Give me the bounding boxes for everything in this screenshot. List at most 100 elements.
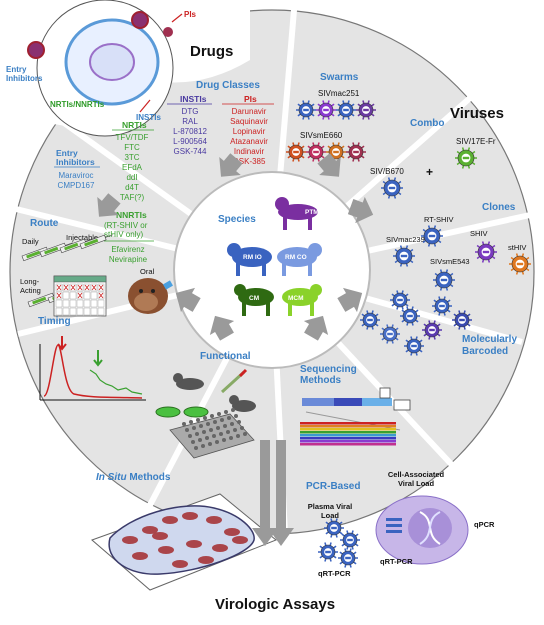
- virus-genome: [397, 298, 403, 302]
- virus-spike: [312, 142, 315, 146]
- text-line: Cell-Associated: [388, 470, 445, 479]
- virus-genome: [345, 556, 351, 560]
- calendar-day: [97, 307, 105, 316]
- virus-spike: [342, 116, 345, 120]
- species-rm-co: RM CO: [285, 254, 307, 261]
- virus-spike: [335, 518, 338, 522]
- virus-spike: [317, 142, 320, 146]
- virus-genome: [440, 278, 448, 282]
- drug-name: TFV/TDF: [116, 133, 149, 142]
- plate-well: [188, 434, 192, 438]
- sequence-bar: [300, 440, 396, 443]
- virus-spike: [467, 165, 471, 169]
- plate-well: [227, 416, 231, 420]
- virus-genome: [387, 332, 393, 336]
- virus-spike: [302, 100, 305, 104]
- virus-spike: [375, 323, 379, 327]
- cm-monkey: [234, 284, 274, 316]
- plate-well: [226, 430, 230, 434]
- pcr-title: PCR-Based: [306, 481, 360, 492]
- swarm-viruses: [286, 100, 376, 162]
- tissue-spot: [152, 532, 168, 540]
- virus-spike: [450, 272, 454, 276]
- virus-spike: [331, 103, 335, 107]
- virus-spike: [492, 256, 496, 260]
- virus-spike: [481, 259, 485, 263]
- virus-spike: [411, 306, 414, 310]
- virus-genome: [331, 526, 337, 530]
- plate-well: [206, 422, 210, 426]
- virus-spike: [367, 100, 370, 104]
- virus-spike: [521, 271, 525, 275]
- clones-title: Clones: [482, 202, 516, 213]
- virus-genome: [516, 262, 524, 266]
- calendar-day: [83, 299, 91, 308]
- syringe-fluid: [32, 296, 47, 305]
- virus-spike: [327, 116, 330, 120]
- plate-well: [209, 428, 213, 432]
- calendar-mark: [98, 284, 104, 291]
- plate-well: [185, 428, 189, 432]
- virus-spike: [401, 309, 405, 313]
- insti-header: INSTIs: [180, 94, 207, 104]
- virus-spike: [427, 243, 431, 247]
- virus-spike: [467, 323, 471, 327]
- plate-well: [213, 420, 217, 424]
- virus-spike: [322, 116, 325, 120]
- virus-spike: [319, 545, 323, 549]
- plate-well: [237, 420, 241, 424]
- drug-name: L-900564: [173, 137, 207, 146]
- monkey-face-icon: [128, 278, 173, 314]
- plate-well: [217, 412, 221, 416]
- flow-arrow: [303, 315, 329, 341]
- flow-arrow: [347, 196, 374, 224]
- center-arrows: [97, 153, 374, 341]
- drug-name: Atazanavir: [230, 137, 268, 146]
- virus-icon: [380, 324, 400, 344]
- plate-well: [240, 426, 244, 430]
- virus-spike: [353, 561, 357, 565]
- tissue-spot: [186, 540, 202, 548]
- virus-icon: [306, 142, 326, 162]
- virus-genome: [388, 186, 396, 190]
- virus-spike: [344, 564, 347, 568]
- virus-spike: [394, 260, 398, 264]
- drug-name: 3TC: [124, 153, 139, 162]
- virus-spike: [411, 322, 414, 326]
- drug-name: ddI: [126, 173, 137, 182]
- plate-well: [233, 428, 237, 432]
- virus-spike: [321, 145, 325, 149]
- text-line: Viral Load: [398, 479, 435, 488]
- calendar-mark: [56, 284, 62, 291]
- mechanism-arrows: [139, 13, 183, 113]
- virus-spike: [492, 244, 496, 248]
- virus-spike: [422, 228, 426, 232]
- sequence-bar: [300, 431, 396, 434]
- virus-spike: [405, 349, 409, 353]
- timing-title: Timing: [38, 316, 71, 327]
- virus-spike: [386, 324, 389, 328]
- virus-genome: [411, 344, 417, 348]
- virus-genome: [428, 234, 436, 238]
- virus-spike: [347, 116, 350, 120]
- virus-icon: [336, 100, 356, 120]
- drug-classes-title: Drug Classes: [196, 80, 260, 91]
- calendar-mark: [63, 284, 69, 291]
- virus-spike: [341, 145, 345, 149]
- virus-icon: [356, 100, 376, 120]
- virus-spike: [351, 530, 354, 534]
- calendar-mark: [91, 284, 97, 291]
- virus-spike: [337, 142, 340, 146]
- virus-spike: [433, 299, 437, 303]
- virus-genome: [459, 318, 465, 322]
- virus-spike: [339, 521, 343, 525]
- tissue-spot: [162, 516, 178, 524]
- plate-well: [194, 446, 198, 450]
- virus-spike: [327, 100, 330, 104]
- virus-spike: [312, 158, 315, 162]
- plate-well: [205, 436, 209, 440]
- virus-icon: [296, 100, 316, 120]
- virus-spike: [391, 324, 394, 328]
- virus-spike: [357, 103, 361, 107]
- virus-spike: [510, 256, 514, 260]
